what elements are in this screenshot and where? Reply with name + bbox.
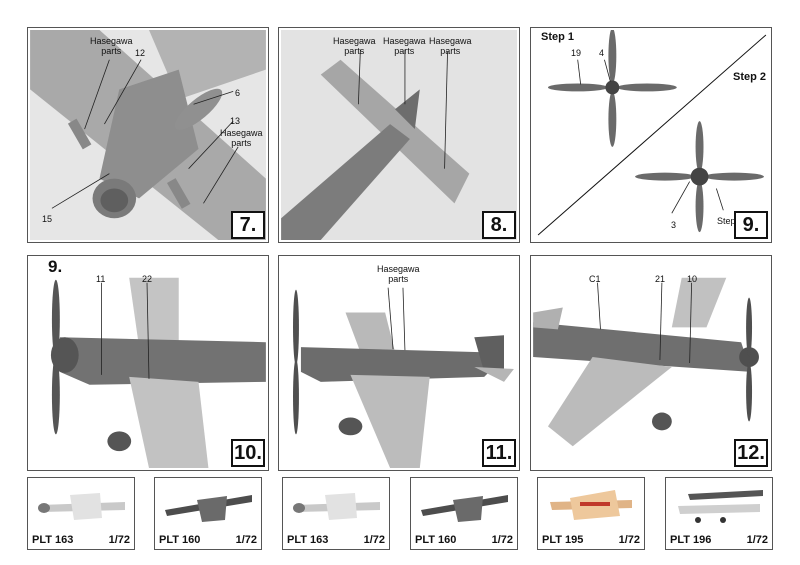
product-code: PLT 196 bbox=[670, 534, 712, 546]
step-9-photo: Step 1 Step 2 19 4 3 Step 1 bbox=[533, 30, 769, 240]
callout-part-21: 21 bbox=[655, 274, 666, 284]
product-scale: 1/72 bbox=[108, 534, 130, 546]
product-thumb: PLT 196 1/72 bbox=[665, 477, 773, 550]
callout-part-3: 3 bbox=[671, 220, 677, 230]
step-12-photo: C1 21 10 bbox=[533, 258, 769, 468]
fuselage-side-image bbox=[50, 277, 266, 468]
step-number: 10. bbox=[231, 439, 265, 467]
step-8-panel: Hasegawa parts Hasegawa parts Hasegawa p… bbox=[278, 27, 520, 243]
callout-hasegawa-parts-2: Hasegawa parts bbox=[220, 128, 263, 148]
propeller-assembly-image bbox=[537, 30, 767, 236]
step-11-panel: Hasegawa parts 11. bbox=[278, 255, 520, 471]
step-number: 8. bbox=[482, 211, 516, 239]
step-7-panel: Hasegawa parts 12 6 13 Hasegawa parts 15… bbox=[27, 27, 269, 243]
product-thumb: PLT 195 1/72 bbox=[537, 477, 645, 550]
product-scale: 1/72 bbox=[746, 534, 768, 546]
callout-hasegawa-parts-2: Hasegawa parts bbox=[383, 36, 426, 56]
callout-part-11: 11 bbox=[96, 274, 106, 284]
step-12-panel: C1 21 10 12. bbox=[530, 255, 772, 471]
step-number: 12. bbox=[734, 439, 768, 467]
aircraft-three-quarter-image bbox=[533, 277, 759, 447]
fuselage-underside-image bbox=[30, 30, 266, 240]
step-number: 9. bbox=[734, 211, 768, 239]
product-scale: 1/72 bbox=[618, 534, 640, 546]
callout-part-c1: C1 bbox=[589, 274, 601, 284]
callout-part-19: 19 bbox=[571, 48, 582, 58]
product-code: PLT 163 bbox=[32, 534, 74, 546]
step-9-panel: Step 1 Step 2 19 4 3 Step 1 9. bbox=[530, 27, 772, 243]
product-code: PLT 163 bbox=[287, 534, 329, 546]
aircraft-thumbnail bbox=[165, 495, 252, 522]
reference-step-9: 9. bbox=[48, 258, 63, 276]
step-number: 7. bbox=[231, 211, 265, 239]
callout-part-4: 4 bbox=[599, 48, 605, 58]
product-thumb: PLT 160 1/72 bbox=[410, 477, 518, 550]
callout-part-6: 6 bbox=[235, 88, 241, 98]
aircraft-thumbnail bbox=[38, 493, 125, 520]
step-7-photo: Hasegawa parts 12 6 13 Hasegawa parts 15 bbox=[30, 30, 266, 240]
step-10-photo: 9. 11 22 bbox=[30, 258, 266, 468]
step-11-photo: Hasegawa parts bbox=[281, 258, 517, 468]
callout-hasegawa-parts: Hasegawa parts bbox=[90, 36, 133, 56]
step-8-photo: Hasegawa parts Hasegawa parts Hasegawa p… bbox=[281, 30, 517, 240]
aircraft-thumbnail bbox=[678, 490, 763, 523]
aircraft-thumbnail bbox=[550, 490, 632, 520]
callout-part-10: 10 bbox=[687, 274, 698, 284]
product-scale: 1/72 bbox=[235, 534, 257, 546]
product-thumb: PLT 163 1/72 bbox=[27, 477, 135, 550]
step-10-panel: 9. 11 22 10. bbox=[27, 255, 269, 471]
step-1-heading: Step 1 bbox=[541, 31, 575, 43]
callout-part-13: 13 bbox=[230, 116, 241, 126]
aircraft-assembled-image bbox=[293, 287, 514, 468]
callout-part-12: 12 bbox=[135, 48, 146, 58]
product-scale: 1/72 bbox=[363, 534, 385, 546]
product-code: PLT 160 bbox=[159, 534, 201, 546]
step-number: 11. bbox=[482, 439, 516, 467]
callout-part-15: 15 bbox=[42, 214, 53, 224]
tail-plane-image bbox=[281, 49, 470, 240]
product-code: PLT 195 bbox=[542, 534, 584, 546]
product-thumb: PLT 163 1/72 bbox=[282, 477, 390, 550]
product-scale: 1/72 bbox=[491, 534, 513, 546]
callout-part-22: 22 bbox=[142, 274, 153, 284]
callout-hasegawa-parts-3: Hasegawa parts bbox=[429, 36, 472, 56]
aircraft-thumbnail bbox=[293, 493, 380, 520]
callout-hasegawa-parts: Hasegawa parts bbox=[377, 264, 420, 284]
product-code: PLT 160 bbox=[415, 534, 457, 546]
step-2-heading: Step 2 bbox=[733, 71, 767, 83]
callout-hasegawa-parts: Hasegawa parts bbox=[333, 36, 376, 56]
product-thumb: PLT 160 1/72 bbox=[154, 477, 262, 550]
aircraft-thumbnail bbox=[421, 495, 508, 522]
